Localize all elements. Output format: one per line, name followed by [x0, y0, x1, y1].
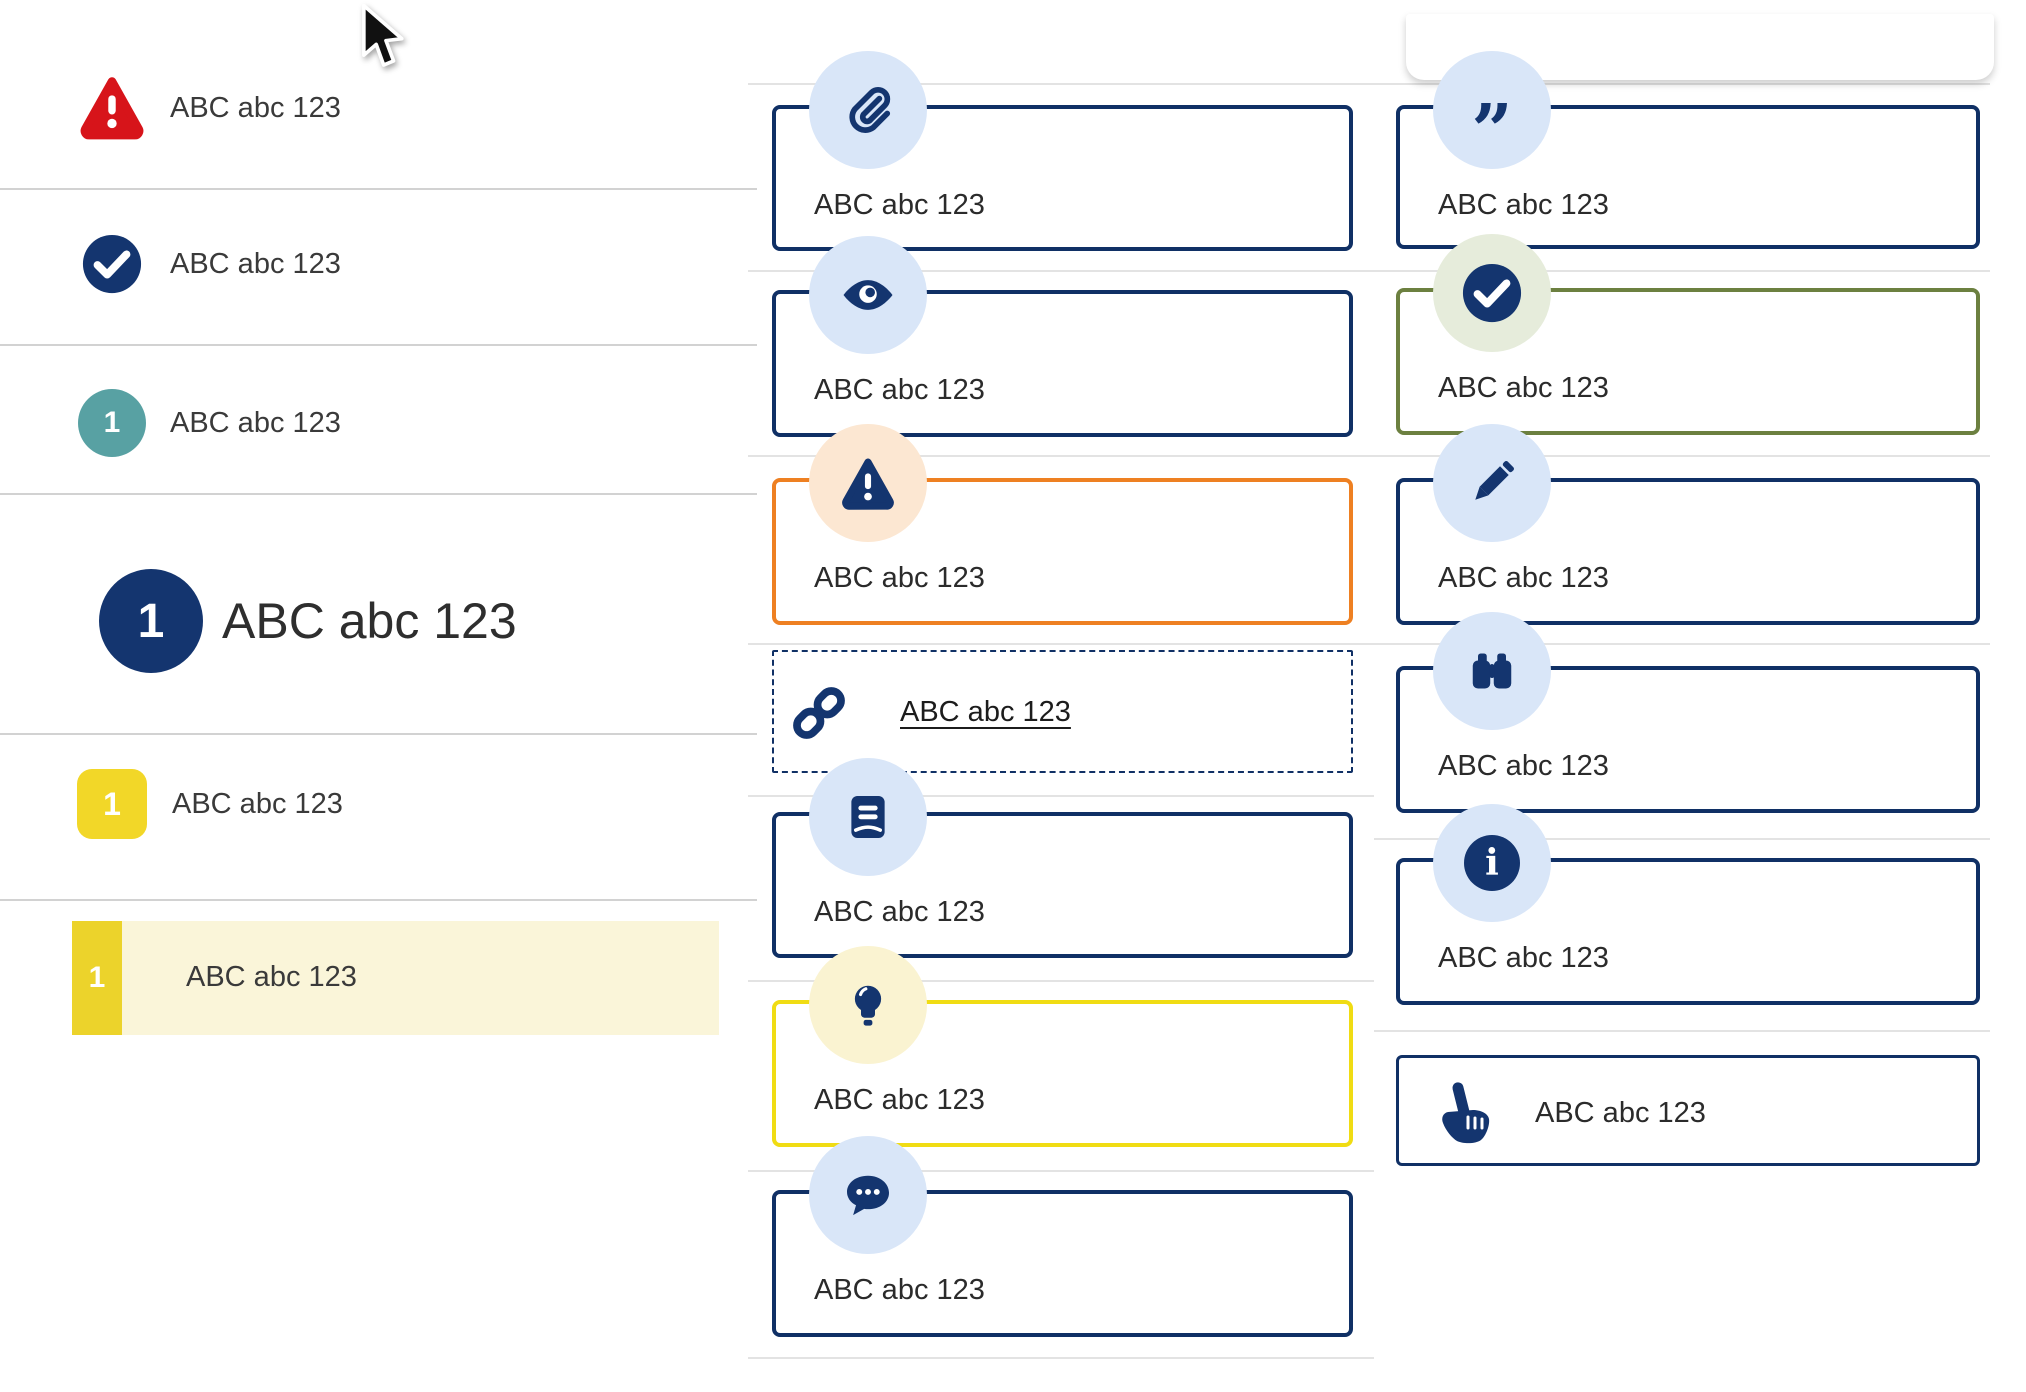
- separator: [748, 455, 1990, 457]
- link-card: ABC abc 123: [772, 650, 1353, 773]
- divider: [0, 188, 757, 190]
- alert-triangle-icon: [842, 458, 894, 510]
- separator: [748, 83, 1990, 85]
- list-item-label: ABC abc 123: [186, 961, 357, 993]
- number-badge-teal: 1: [78, 389, 146, 457]
- separator: [748, 1170, 1374, 1172]
- quote-glyph: ”: [1471, 89, 1512, 139]
- mouse-cursor-icon: [362, 4, 404, 67]
- separator: [1374, 1030, 1990, 1032]
- eye-icon: [843, 280, 893, 310]
- separator: [1374, 838, 1990, 840]
- check-circle-icon: [1462, 263, 1522, 323]
- divider: [0, 733, 757, 735]
- row-highlight: [72, 921, 719, 1035]
- link[interactable]: ABC abc 123: [900, 696, 1071, 728]
- alert-triangle-icon: [80, 77, 144, 140]
- check-circle-icon: [82, 234, 142, 294]
- icon-circle: [809, 1136, 927, 1254]
- pointer-hand-icon: [1442, 1082, 1490, 1144]
- quote-icon: ”: [1471, 89, 1512, 139]
- card-label: ABC abc 123: [814, 189, 985, 221]
- icon-circle: [809, 236, 927, 354]
- binoculars-icon: [1472, 653, 1512, 689]
- list-item-label: ABC abc 123: [170, 248, 341, 280]
- paperclip-icon: [849, 86, 891, 133]
- divider: [0, 493, 757, 495]
- card-label: ABC abc 123: [1438, 562, 1609, 594]
- separator: [748, 1357, 1374, 1359]
- pencil-icon: [1475, 461, 1514, 500]
- icon-circle: [809, 424, 927, 542]
- list-item-label: ABC abc 123: [172, 788, 343, 820]
- card-label: ABC abc 123: [814, 1084, 985, 1116]
- list-item-label: ABC abc 123: [170, 407, 341, 439]
- separator: [748, 270, 1990, 272]
- divider: [0, 344, 757, 346]
- icon-circle: [1433, 234, 1551, 352]
- icon-circle: [809, 946, 927, 1064]
- list-item-label: ABC abc 123: [222, 593, 517, 649]
- divider: [0, 899, 757, 901]
- icon-circle: [1433, 612, 1551, 730]
- icon-circle: [809, 758, 927, 876]
- info-icon: i: [1464, 835, 1520, 891]
- link-icon: [793, 687, 845, 739]
- number-badge-navy-large: 1: [99, 569, 203, 673]
- card-label: ABC abc 123: [1438, 189, 1609, 221]
- chat-icon: [847, 1175, 889, 1216]
- separator: [748, 980, 1374, 982]
- icon-circle: i: [1433, 804, 1551, 922]
- card-label: ABC abc 123: [1438, 942, 1609, 974]
- icon-circle: [809, 51, 927, 169]
- book-icon: [851, 796, 885, 838]
- separator: [748, 643, 1990, 645]
- icon-circle: [1433, 424, 1551, 542]
- callout-card-pointer: ABC abc 123: [1396, 1055, 1980, 1166]
- number-badge-yellow-bar: 1: [72, 921, 122, 1035]
- card-label: ABC abc 123: [814, 896, 985, 928]
- lightbulb-icon: [854, 985, 882, 1026]
- icon-circle: ”: [1433, 51, 1551, 169]
- card-label: ABC abc 123: [1438, 372, 1609, 404]
- number-badge-yellow: 1: [77, 769, 147, 839]
- card-label: ABC abc 123: [1438, 750, 1609, 782]
- separator: [748, 795, 1374, 797]
- card-label: ABC abc 123: [814, 374, 985, 406]
- card-label: ABC abc 123: [814, 1274, 985, 1306]
- card-label: ABC abc 123: [814, 562, 985, 594]
- card-label: ABC abc 123: [1535, 1097, 1706, 1129]
- list-item-label: ABC abc 123: [170, 92, 341, 124]
